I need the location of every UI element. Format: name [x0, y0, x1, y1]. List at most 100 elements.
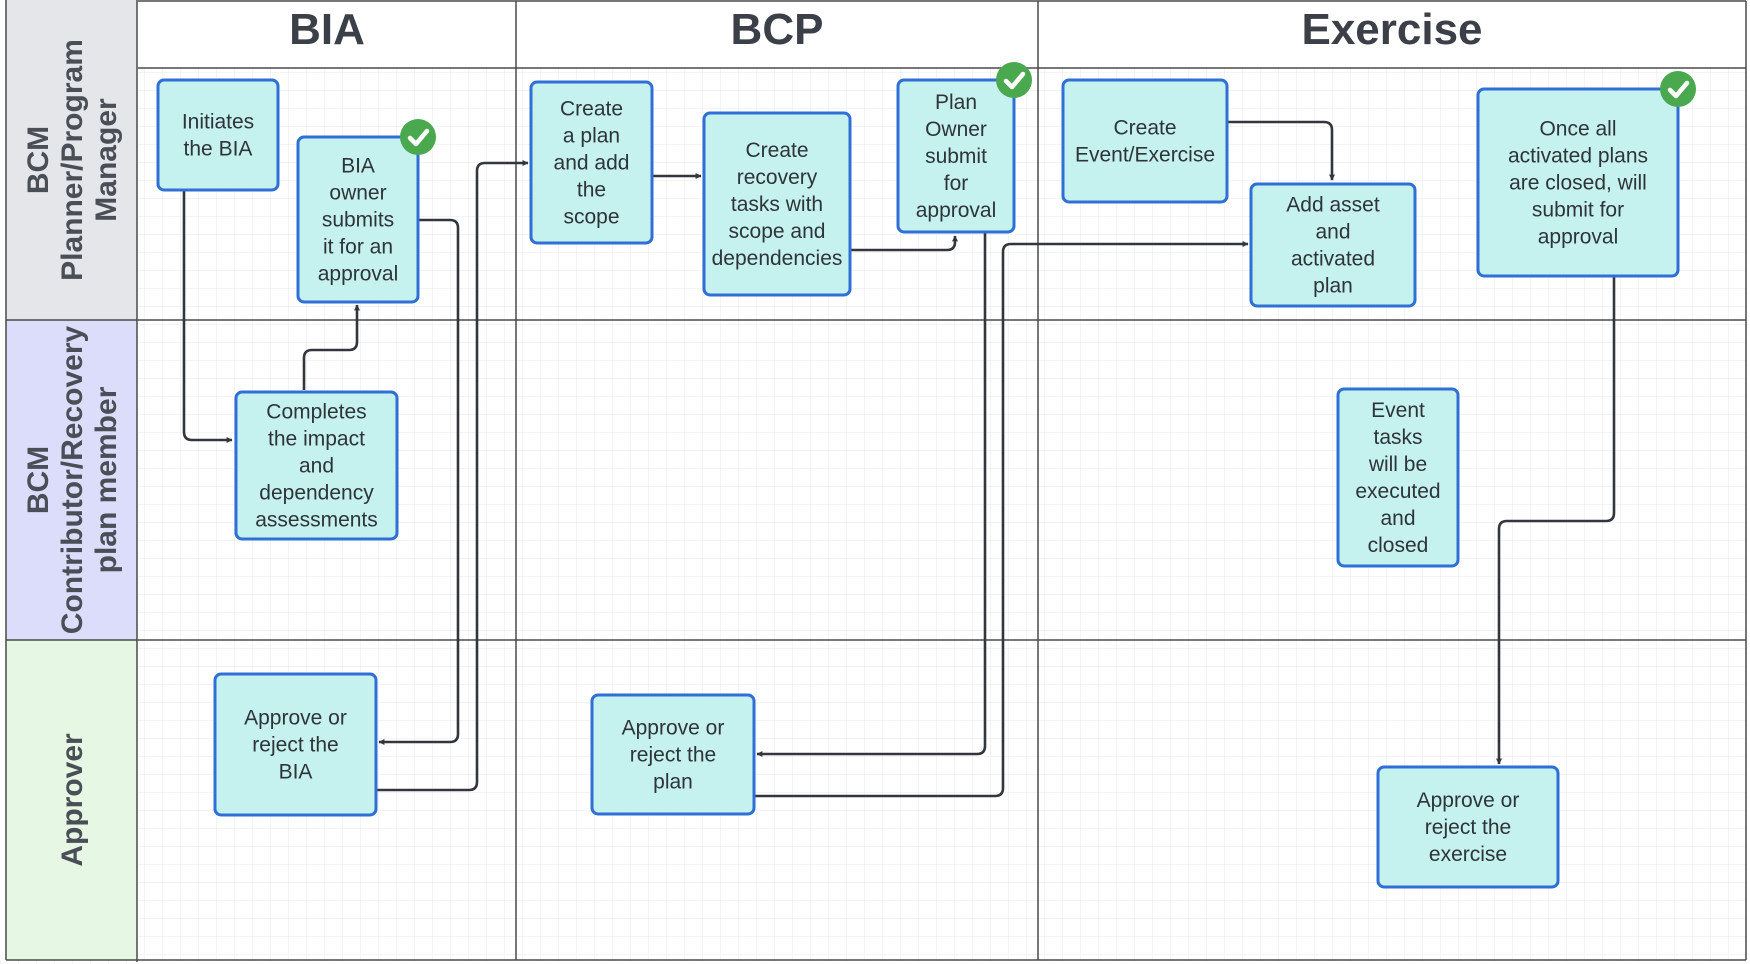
lane-header-planner-bg	[6, 0, 137, 320]
node-completes-assessments[interactable]: Completes the impact and dependency assessme…	[234, 390, 399, 541]
process-label-line: Create	[1113, 117, 1176, 140]
approved-check-icon	[996, 62, 1032, 98]
process-box[interactable]	[213, 672, 378, 817]
column-title-bia: BIA	[289, 5, 365, 54]
connector-approve-bia-to-create-plan	[376, 160, 529, 792]
check-badge-circle	[400, 119, 436, 155]
process-label-line: Create	[745, 139, 808, 162]
process-label-line: the impact	[268, 428, 365, 451]
approved-check-icon	[400, 119, 436, 155]
lane-title-line: Manager	[90, 98, 123, 222]
process-label-line: tasks	[1373, 426, 1422, 449]
process-label-line: Approve or	[244, 707, 347, 730]
connector-completes-to-bia-submit	[302, 304, 360, 390]
process-label-line: it for an	[323, 236, 393, 259]
process-label-line: Event	[1371, 399, 1425, 422]
column-title-exercise: Exercise	[1301, 5, 1482, 54]
process-box[interactable]	[702, 111, 852, 297]
lane-title-contributor: BCMContributor/Recoveryplan member	[22, 326, 123, 635]
process-label-line: recovery	[737, 166, 818, 189]
process-label-line: Event/Exercise	[1075, 144, 1215, 167]
check-badge-mark	[1003, 71, 1026, 90]
process-label-line: scope	[563, 206, 619, 229]
process-label-line: and	[299, 455, 334, 478]
process-label-line: plan	[653, 771, 693, 794]
process-box[interactable]	[590, 693, 756, 816]
process-label-line: Completes	[266, 401, 366, 424]
process-box[interactable]	[529, 80, 654, 245]
lane-title-line: BCM	[22, 126, 55, 194]
lane-title-line: Contributor/Recovery	[56, 326, 89, 635]
process-label-line: activated	[1291, 248, 1375, 271]
process-box[interactable]	[234, 390, 399, 541]
process-label-line: the BIA	[184, 138, 253, 161]
process-label-line: will be	[1368, 453, 1427, 476]
process-box[interactable]	[156, 78, 280, 192]
connector-bia-submit-to-approve-bia	[378, 218, 460, 745]
lane-title-line: BCM	[22, 446, 55, 514]
process-box[interactable]	[1061, 78, 1229, 204]
lane-title-line: Planner/Program	[56, 39, 89, 281]
connector-recovery-tasks-to-plan-owner	[850, 235, 958, 252]
process-label-line: closed	[1368, 534, 1429, 557]
process-box[interactable]	[896, 78, 1016, 234]
approved-check-icon	[1660, 71, 1696, 107]
process-label-line: dependency	[259, 482, 374, 505]
process-label-line: submits	[322, 209, 394, 232]
connector-approve-plan-to-add-asset	[754, 241, 1249, 798]
process-label-line: assessments	[255, 509, 378, 532]
process-label-line: and	[1380, 507, 1415, 530]
process-label-line: exercise	[1429, 843, 1507, 866]
column-header-row	[138, 1, 1746, 68]
process-label-line: and add	[554, 152, 630, 175]
process-label-line: tasks with	[731, 193, 823, 216]
process-label-line: plan	[1313, 275, 1353, 298]
column-title-bcp: BCP	[731, 5, 824, 54]
process-label-line: Create	[560, 98, 623, 121]
process-box[interactable]	[1249, 182, 1417, 308]
process-box[interactable]	[296, 135, 420, 304]
lane-dividers	[5, 0, 1747, 962]
process-label-line: scope and	[729, 220, 826, 243]
lane-title-text: BCMContributor/Recoveryplan member	[22, 326, 123, 635]
process-label-line: approval	[1538, 226, 1619, 249]
process-box[interactable]	[1376, 765, 1560, 889]
lane-title-approver: Approver	[56, 733, 89, 867]
lane-header-contributor-bg	[6, 320, 137, 640]
check-badge-mark	[1667, 80, 1690, 99]
process-label-line: approval	[318, 263, 399, 286]
process-box[interactable]	[1336, 387, 1460, 568]
process-label-line: BIA	[341, 155, 375, 178]
process-label-line: are closed, will	[1509, 172, 1647, 195]
process-label-line: BIA	[279, 761, 313, 784]
lane-title-text: Approver	[56, 733, 89, 867]
lane-title-line: plan member	[90, 386, 123, 573]
lane-title-line: Approver	[56, 733, 89, 867]
process-box[interactable]	[1476, 87, 1680, 278]
process-label-line: a plan	[563, 125, 620, 148]
process-label: Completes the impact and dependency assessme…	[255, 401, 378, 532]
process-label-line: Once all	[1539, 118, 1616, 141]
